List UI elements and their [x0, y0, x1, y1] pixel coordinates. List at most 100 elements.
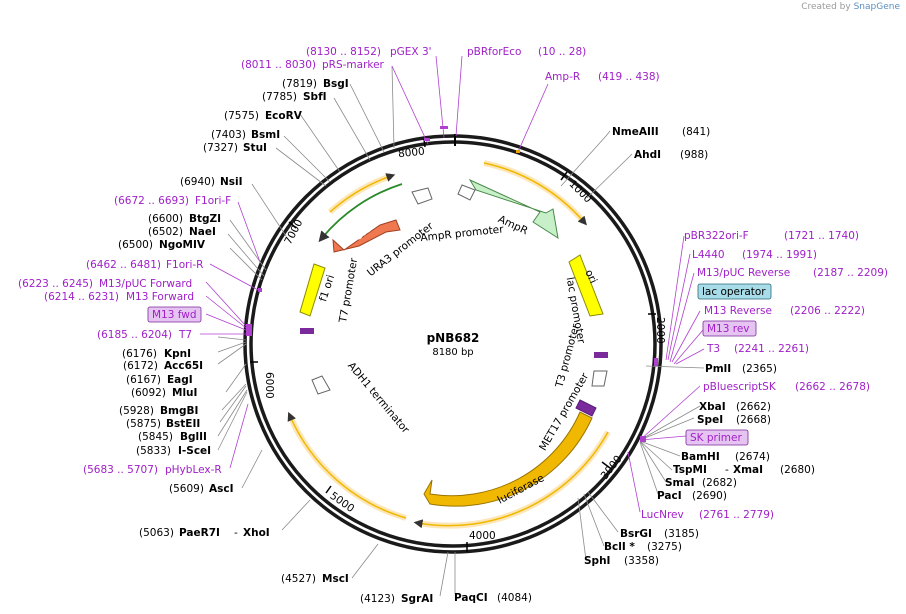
site-paer7i-name[interactable]: PaeR7I: [179, 527, 220, 539]
m13-rev-box[interactable]: M13 rev: [702, 320, 757, 337]
t7-promoter-feature[interactable]: [300, 328, 314, 334]
site-bsgi-pos: (7819): [282, 78, 317, 90]
site-eagi-name[interactable]: EagI: [167, 374, 193, 386]
site-bglii-name[interactable]: BglII: [180, 431, 207, 443]
lac-operator-box[interactable]: lac operator: [697, 283, 772, 300]
met17-promoter-feature[interactable]: [575, 399, 597, 417]
primer-m13-reverse-name[interactable]: M13 Reverse: [704, 305, 772, 317]
site-bsmi-pos: (7403): [211, 129, 246, 141]
primer-f1ori-r-range: (6462 .. 6481): [86, 259, 161, 271]
site-ecorv-name[interactable]: EcoRV: [265, 110, 303, 122]
site-bmgbi-name[interactable]: BmgBI: [160, 405, 198, 417]
site-bsteii-pos: (5875): [126, 418, 161, 430]
site-bsmi-name[interactable]: BsmI: [251, 129, 280, 141]
site-mlui-pos: (6092): [131, 387, 166, 399]
primer-pbrforeco-name[interactable]: pBRforEco: [467, 46, 521, 58]
site-pmli-name[interactable]: PmlI: [705, 363, 731, 375]
site-bsteii-name[interactable]: BstEII: [166, 418, 200, 430]
primer-phyblex-name[interactable]: pHybLex-R: [165, 464, 222, 476]
primer-t7-range: (6185 .. 6204): [97, 329, 172, 341]
plasmid-size: 8180 bp: [432, 347, 473, 358]
m13-fwd-label: M13 fwd: [152, 309, 197, 321]
site-xmai-name[interactable]: XmaI: [733, 464, 763, 476]
f1-ori-feature[interactable]: [299, 263, 326, 317]
primer-ampr-name[interactable]: Amp-R: [545, 71, 580, 83]
site-xbai-name[interactable]: XbaI: [699, 401, 726, 413]
site-ahdi-name[interactable]: AhdI: [634, 149, 661, 161]
site-paci-name[interactable]: PacI: [657, 490, 682, 502]
label-t7-promoter: T7 promoter: [337, 257, 360, 325]
primer-pgex3-name[interactable]: pGEX 3': [390, 46, 432, 58]
primer-pbr322-name[interactable]: pBR322ori-F: [684, 230, 749, 242]
ampr-feature[interactable]: [468, 178, 559, 240]
sk-primer-box[interactable]: SK primer: [685, 429, 749, 446]
site-asci-pos: (5609): [169, 483, 204, 495]
primer-f1ori-f-range: (6672 .. 6693): [114, 195, 189, 207]
primer-lucnrev-name[interactable]: LucNrev: [641, 509, 684, 521]
adh1-outer-arrow: [287, 411, 407, 519]
site-asci-name[interactable]: AscI: [209, 483, 234, 495]
site-bcli-name[interactable]: BclI *: [604, 541, 635, 553]
lac-promoter-feature[interactable]: [594, 352, 608, 358]
site-mlui-name[interactable]: MluI: [172, 387, 197, 399]
site-stui-name[interactable]: StuI: [243, 142, 267, 154]
site-ngomiv-name[interactable]: NgoMIV: [159, 239, 206, 251]
site-tspmi-pos: (2680): [780, 464, 815, 476]
primer-m13puc-rev-name[interactable]: M13/pUC Reverse: [697, 267, 790, 279]
ura3-feature[interactable]: [332, 219, 401, 253]
primer-l4440-name[interactable]: L4440: [692, 249, 725, 261]
primer-m13-forward-name[interactable]: M13 Forward: [126, 291, 194, 303]
site-btgzi-pos: (6600): [148, 213, 183, 225]
left-connectors: [200, 55, 549, 597]
primer-m13puc-fwd-range: (6223 .. 6245): [18, 278, 93, 290]
primer-pbrforeco-range: (10 .. 28): [538, 46, 586, 58]
site-btgzi-name[interactable]: BtgZI: [189, 213, 221, 225]
site-paqci-name[interactable]: PaqCI: [454, 592, 488, 604]
ura3-promoter-feature[interactable]: [411, 187, 433, 205]
site-bsrgi-name[interactable]: BsrGI: [620, 528, 652, 540]
site-naei-name[interactable]: NaeI: [189, 226, 216, 238]
primer-prs-name[interactable]: pRS-marker: [322, 59, 385, 71]
site-spei-pos: (2668): [736, 414, 771, 426]
primer-t3-name[interactable]: T3: [706, 343, 720, 355]
site-kpni-name[interactable]: KpnI: [164, 348, 191, 360]
site-ahdi-pos: (988): [680, 149, 708, 161]
site-bamhi-pos: (2674): [735, 451, 770, 463]
site-acc65i-name[interactable]: Acc65I: [164, 360, 203, 372]
site-msci-name[interactable]: MscI: [322, 573, 349, 585]
site-spei-name[interactable]: SpeI: [697, 414, 723, 426]
site-nsii-pos: (6940): [180, 176, 215, 188]
site-nmeaiii-name[interactable]: NmeAIII: [612, 126, 659, 138]
primer-m13-forward-range: (6214 .. 6231): [44, 291, 119, 303]
site-paqci-pos: (4084): [497, 592, 532, 604]
site-tspmi-name[interactable]: TspMI: [673, 464, 707, 476]
site-sgrai-name[interactable]: SgrAI: [401, 593, 433, 605]
site-sphi-name[interactable]: SphI: [584, 555, 610, 567]
site-nsii-name[interactable]: NsiI: [220, 176, 243, 188]
primer-t7-name[interactable]: T7: [178, 329, 192, 341]
site-pmli-pos: (2365): [742, 363, 777, 375]
snapgene-credit: Created by SnapGene: [801, 2, 900, 12]
site-xhoi-name[interactable]: XhoI: [243, 527, 270, 539]
primer-f1ori-f-name[interactable]: F1ori-F: [195, 195, 231, 207]
primer-m13puc-fwd-name[interactable]: M13/pUC Forward: [99, 278, 192, 290]
site-sbfi-name[interactable]: SbfI: [303, 91, 327, 103]
primer-f1ori-r-name[interactable]: F1ori-R: [166, 259, 203, 271]
primer-m13-reverse-range: (2206 .. 2222): [790, 305, 865, 317]
adh1-terminator-feature[interactable]: [311, 375, 331, 395]
site-sgrai-pos: (4123): [360, 593, 395, 605]
m13-fwd-box[interactable]: M13 fwd: [147, 306, 202, 323]
site-smai-pos: (2682): [702, 477, 737, 489]
primer-pbluescriptsk-name[interactable]: pBluescriptSK: [703, 381, 777, 393]
ampr-promoter-feature[interactable]: [457, 184, 476, 201]
site-ecorv-pos: (7575): [224, 110, 259, 122]
site-smai-name[interactable]: SmaI: [665, 477, 695, 489]
t3-promoter-feature[interactable]: [591, 370, 608, 387]
site-bsgi-name[interactable]: BsgI: [323, 78, 349, 90]
site-iscei-name[interactable]: I-SceI: [178, 445, 211, 457]
luciferase-feature[interactable]: [423, 411, 593, 507]
site-paer7i-sep: -: [234, 527, 238, 539]
tick-4000: 4000: [469, 530, 496, 542]
site-bamhi-name[interactable]: BamHI: [681, 451, 720, 463]
ori-feature[interactable]: [568, 254, 604, 317]
